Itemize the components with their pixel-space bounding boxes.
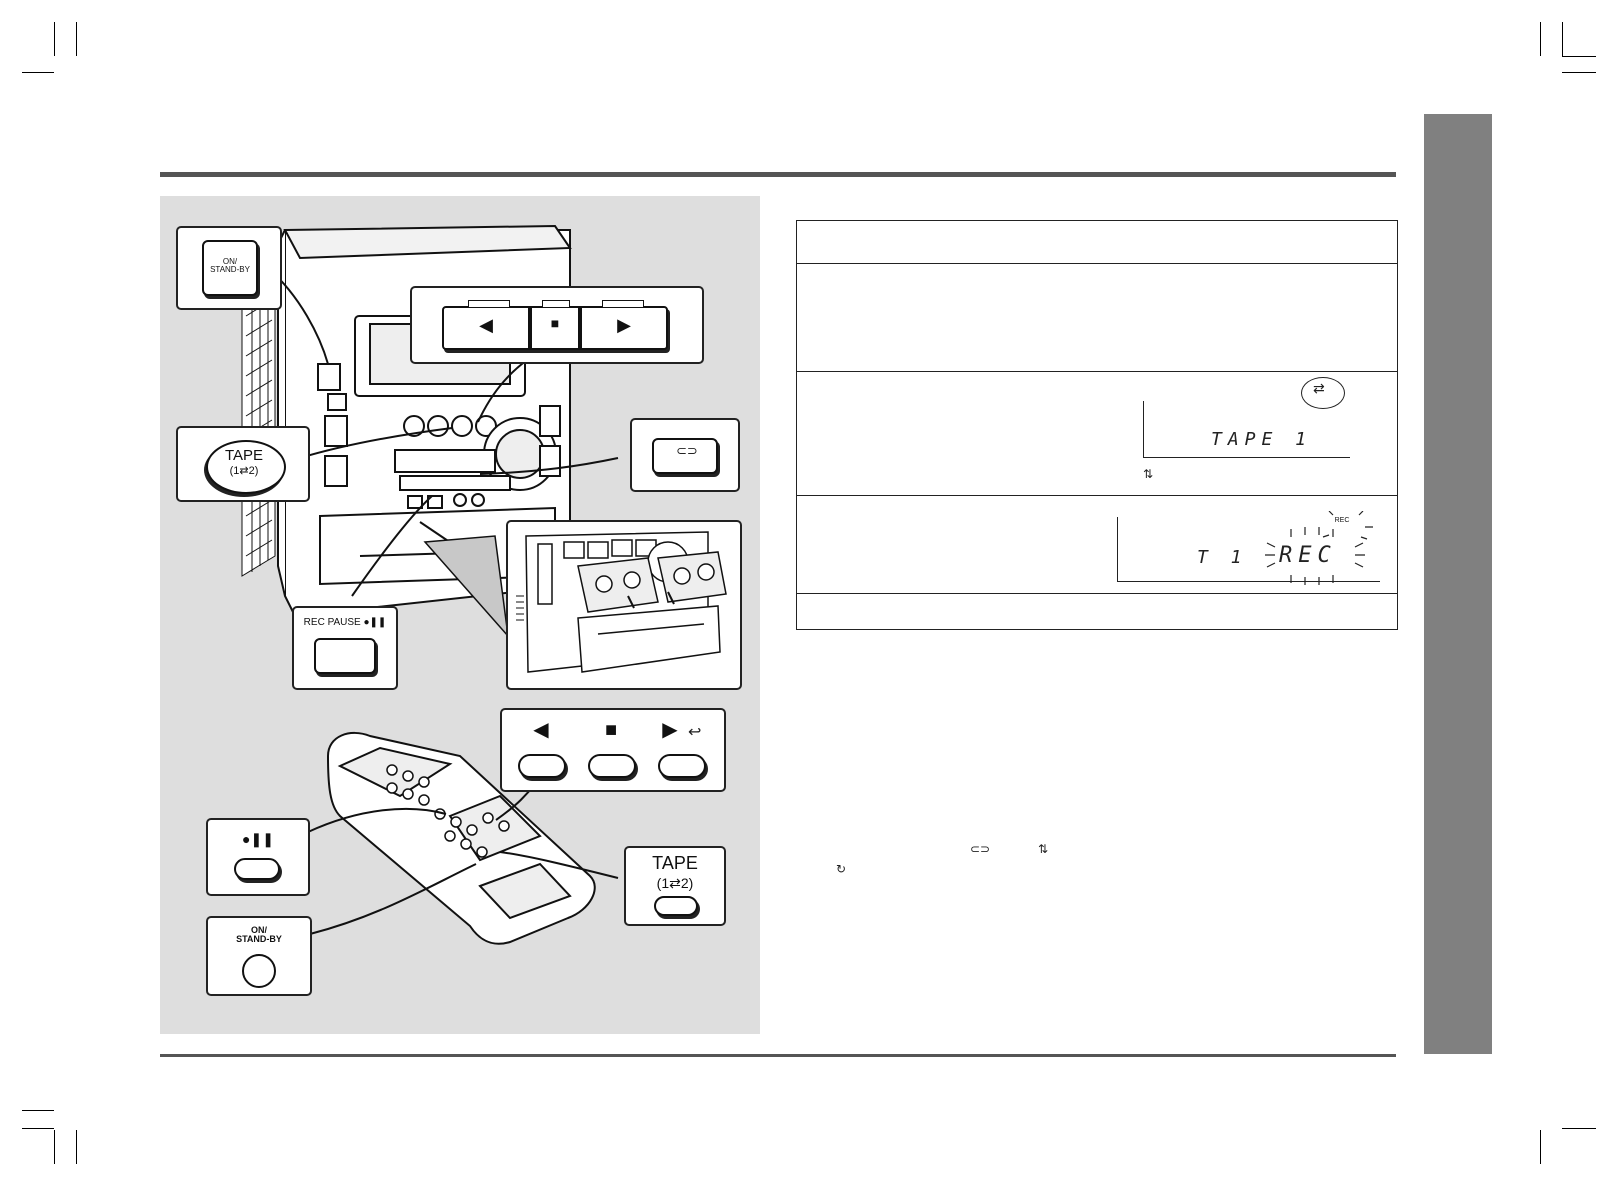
procedure-table: TAPE 1 ⇄ ⇅ T 1 REC REC xyxy=(796,220,1398,630)
remote-rewind-button[interactable] xyxy=(518,754,566,778)
cassette-decks-illustration xyxy=(516,531,727,673)
remote-on-standby-label: ON/ STAND-BY xyxy=(236,925,282,945)
table-row xyxy=(797,371,1397,372)
table-row xyxy=(797,495,1397,496)
tape-display-text: TAPE 1 xyxy=(1211,429,1313,450)
unit-tape-sublabel: (1⇄2) xyxy=(229,465,259,477)
unit-rec-pause-label: REC PAUSE ●❚❚ xyxy=(303,617,387,628)
remote-stop-label: ■ xyxy=(604,719,618,741)
rec-display-frame xyxy=(1117,517,1380,582)
crop-mark xyxy=(1562,72,1596,73)
unit-rec-pause-callout: REC PAUSE ●❚❚ xyxy=(292,606,398,690)
crop-mark xyxy=(22,1128,54,1129)
remote-rec-pause-button[interactable] xyxy=(234,858,280,880)
crop-mark xyxy=(76,22,77,56)
remote-rec-pause-label: ●❚❚ xyxy=(242,831,274,847)
unit-stop-label: ■ xyxy=(550,315,560,331)
unit-stop-button[interactable] xyxy=(530,306,580,350)
reverse-indicator-icon: ⇄ xyxy=(1313,381,1325,397)
unit-on-standby-label: ON/ STAND-BY xyxy=(210,257,250,275)
blink-marks-icon xyxy=(1265,511,1373,585)
tape-display-frame xyxy=(1143,401,1350,458)
remote-tape-sublabel: (1⇄2) xyxy=(656,875,694,891)
crop-mark xyxy=(1562,22,1563,56)
unit-reverse-mode-callout: ⊂⊃ xyxy=(630,418,740,492)
crop-mark xyxy=(1562,1128,1596,1129)
rec-indicator-label: REC xyxy=(1334,517,1350,524)
unit-on-standby-button[interactable] xyxy=(202,240,258,296)
crop-mark xyxy=(1540,22,1541,56)
one-way-mode-icon: ⇅ xyxy=(1038,842,1049,856)
side-index-tab xyxy=(1424,114,1492,1054)
remote-stop-button[interactable] xyxy=(588,754,636,778)
illustration-panel: ON/ STAND-BY ◀ ■ ▶ TAPE (1⇄2) ⊂⊃ REC PAU… xyxy=(160,196,760,1034)
remote-play-button[interactable] xyxy=(658,754,706,778)
unit-tape-callout: TAPE (1⇄2) xyxy=(176,426,310,502)
remote-rewind-label: ◀ xyxy=(533,719,549,741)
crop-mark xyxy=(1562,56,1596,57)
button-top-tab xyxy=(468,300,510,307)
remote-play-label: ▶ xyxy=(662,719,678,741)
reverse-mode-icon: ⇅ xyxy=(1143,467,1154,481)
unit-play-button[interactable] xyxy=(580,306,668,350)
reverse-indicator-bubble xyxy=(1301,377,1345,409)
remote-power-callout: ON/ STAND-BY xyxy=(206,916,312,996)
reverse-mode-icon: ⊂⊃ xyxy=(970,842,991,856)
crop-mark xyxy=(54,1130,55,1164)
remote-transport-callout: ◀ ■ ▶ ↩ xyxy=(500,708,726,792)
remote-tape-button[interactable] xyxy=(654,896,698,916)
unit-play-label: ▶ xyxy=(617,315,631,335)
button-top-tab xyxy=(602,300,644,307)
table-row xyxy=(797,263,1397,264)
remote-tape-callout: TAPE (1⇄2) xyxy=(624,846,726,926)
table-row xyxy=(797,593,1397,594)
unit-power-callout: ON/ STAND-BY xyxy=(176,226,282,310)
crop-mark xyxy=(22,72,54,73)
crop-mark xyxy=(76,1130,77,1164)
remote-rec-pause-callout: ●❚❚ xyxy=(206,818,310,896)
header-rule xyxy=(160,172,1396,177)
rec-display-track: T 1 xyxy=(1197,547,1248,568)
rec-display-status: REC xyxy=(1279,543,1337,568)
unit-rewind-button[interactable] xyxy=(442,306,530,350)
reverse-arrow-icon: ↩ xyxy=(688,722,702,741)
reverse-mode-icon: ⊂⊃ xyxy=(676,444,698,459)
footer-rule xyxy=(160,1054,1396,1057)
remote-tape-label: TAPE xyxy=(652,853,698,873)
crop-mark xyxy=(54,22,55,56)
unit-reverse-mode-button[interactable] xyxy=(652,438,718,474)
unit-tape-button[interactable] xyxy=(206,440,286,494)
unit-rec-pause-button[interactable] xyxy=(314,638,376,674)
crop-mark xyxy=(1540,1130,1541,1164)
unit-tape-label: TAPE xyxy=(224,447,264,464)
endless-mode-icon: ↻ xyxy=(836,862,847,876)
button-top-tab xyxy=(542,300,570,307)
unit-transport-callout: ◀ ■ ▶ xyxy=(410,286,704,364)
crop-mark xyxy=(22,1110,54,1111)
unit-rewind-label: ◀ xyxy=(479,315,493,335)
remote-on-standby-button[interactable] xyxy=(242,954,276,988)
cassette-compartment-inset xyxy=(506,520,742,690)
